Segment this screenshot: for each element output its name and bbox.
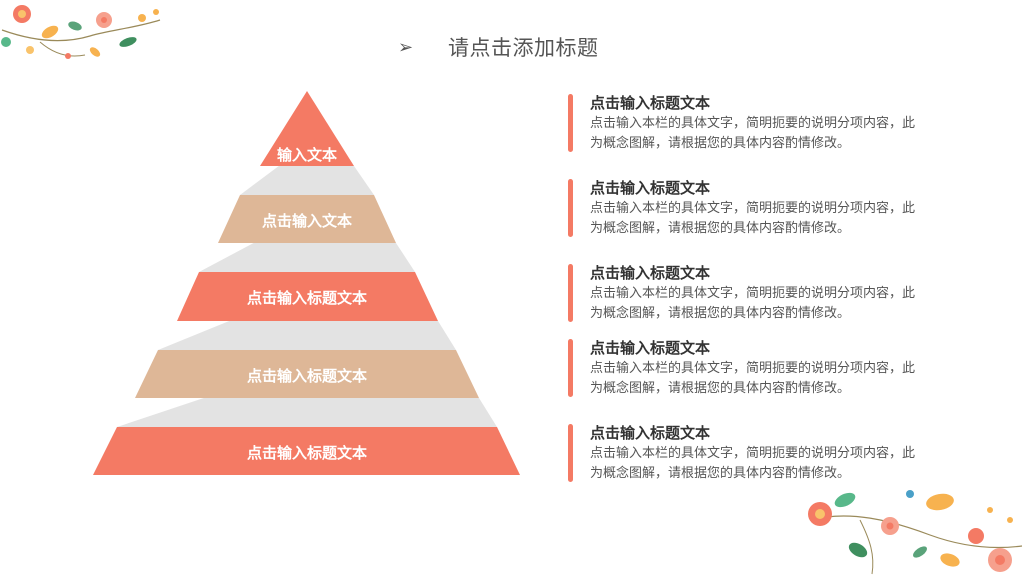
pyramid-level-5[interactable]	[93, 427, 520, 475]
arrow-bullet-icon: ➢	[398, 36, 414, 58]
item-heading[interactable]: 点击输入标题文本	[590, 424, 711, 442]
pyramid-diagram	[93, 91, 520, 475]
accent-bar	[568, 424, 573, 482]
item-body[interactable]: 点击输入本栏的具体文字，简明扼要的说明分项内容，此为概念图解，请根据您的具体内容…	[590, 286, 916, 321]
item-body[interactable]: 点击输入本栏的具体文字，简明扼要的说明分项内容，此为概念图解，请根据您的具体内容…	[590, 446, 916, 481]
pyramid-shadow-band	[199, 243, 415, 272]
pyramid-level-4[interactable]	[135, 350, 479, 398]
item-heading[interactable]: 点击输入标题文本	[590, 339, 711, 357]
item-body[interactable]: 点击输入本栏的具体文字，简明扼要的说明分项内容，此为概念图解，请根据您的具体内容…	[590, 361, 916, 396]
item-body[interactable]: 点击输入本栏的具体文字，简明扼要的说明分项内容，此为概念图解，请根据您的具体内容…	[590, 116, 916, 151]
accent-bar	[568, 94, 573, 152]
pyramid-levels	[93, 91, 520, 475]
pyramid-level-4-label[interactable]: 点击输入标题文本	[246, 367, 368, 385]
pyramid-level-3[interactable]	[177, 272, 438, 321]
pyramid-shadow-band	[158, 321, 456, 350]
page-title[interactable]: 请点击添加标题	[448, 36, 599, 60]
accent-bar	[568, 179, 573, 237]
pyramid-level-2-label[interactable]: 点击输入文本	[261, 212, 353, 230]
pyramid-shadow-band	[117, 398, 497, 427]
item-heading[interactable]: 点击输入标题文本	[590, 94, 711, 112]
floral-decoration-bottom-right-icon	[808, 490, 1023, 575]
pyramid-level-1[interactable]	[260, 91, 354, 166]
accent-bar	[568, 339, 573, 397]
pyramid-level-2[interactable]	[218, 195, 396, 243]
item-heading[interactable]: 点击输入标题文本	[590, 264, 711, 282]
slide-title: ➢ 请点击添加标题	[398, 30, 599, 64]
pyramid-level-1-label[interactable]: 输入文本	[276, 146, 338, 164]
pyramid-shadow-bands	[117, 166, 497, 427]
item-heading[interactable]: 点击输入标题文本	[590, 179, 711, 197]
pyramid-shadow-band	[240, 166, 374, 195]
accent-bar	[568, 264, 573, 322]
pyramid-level-3-label[interactable]: 点击输入标题文本	[246, 289, 368, 307]
pyramid-level-5-label[interactable]: 点击输入标题文本	[246, 444, 368, 462]
floral-decoration-top-left-icon	[1, 5, 161, 59]
item-body[interactable]: 点击输入本栏的具体文字，简明扼要的说明分项内容，此为概念图解，请根据您的具体内容…	[590, 201, 916, 236]
